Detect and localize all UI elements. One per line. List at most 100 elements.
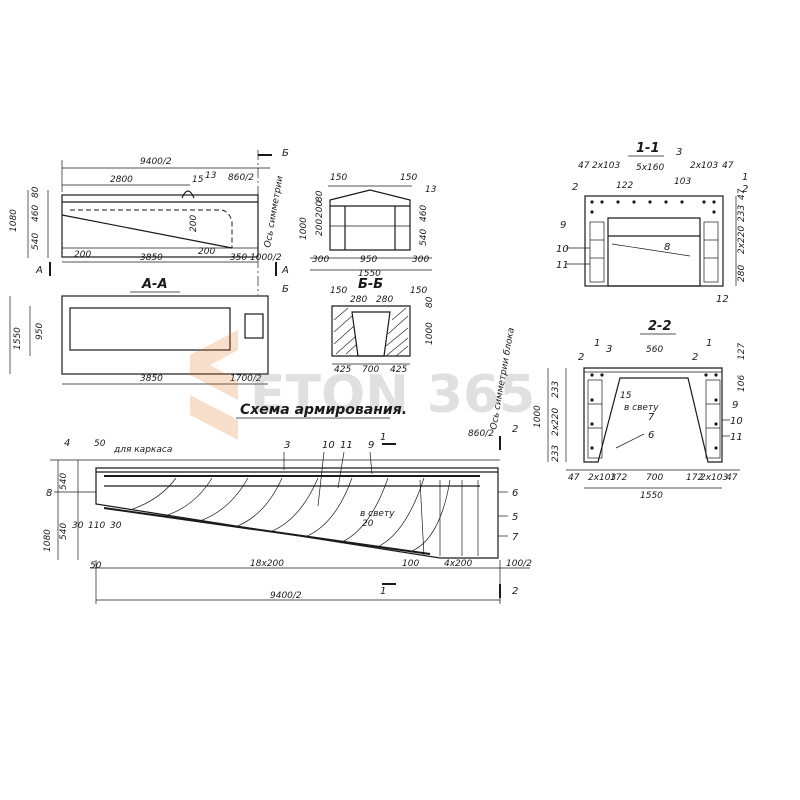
bb-dim-1000: 1000	[425, 322, 435, 345]
s11-dim-233: 233	[737, 205, 747, 222]
s11-mark-10: 10	[556, 244, 569, 255]
rs-dim-18x200: 18x200	[250, 559, 284, 569]
s11-dim-2x220: 2x220	[737, 225, 747, 254]
section-bb-title: Б-Б	[358, 277, 383, 292]
s22-dim-1550: 1550	[640, 491, 663, 501]
rs-dim-110: 110	[88, 521, 105, 531]
s22-dim-106: 106	[737, 375, 747, 392]
bb-dim-150a: 150	[330, 286, 347, 296]
rs-mark-11: 11	[340, 440, 353, 451]
s22-mark-7: 7	[648, 412, 655, 423]
rs-dim-30b: 30	[110, 521, 122, 531]
s22-dim-233b: 233	[551, 445, 561, 462]
s22-mark-9: 9	[732, 400, 738, 411]
s22-dim-1000: 1000	[533, 405, 543, 428]
s11-dim-47a: 47	[578, 161, 590, 171]
rs-section-1-bottom: 1	[380, 586, 386, 597]
section-11-title: 1-1	[636, 141, 660, 156]
bb-dim-425a: 425	[334, 365, 351, 375]
s11-dim-2x103b: 2x103	[690, 161, 719, 171]
dim-9400-2: 9400/2	[140, 157, 172, 167]
rs-dim-1080: 1080	[43, 529, 53, 552]
rs-mark-7: 7	[512, 532, 519, 543]
rs-dim-860-2: 860/2	[468, 429, 494, 439]
end-dim-80: 80	[315, 190, 325, 202]
s22-svetu: в свету	[624, 403, 659, 413]
bb-dim-150b: 150	[410, 286, 427, 296]
rs-dim-540a: 540	[59, 473, 69, 490]
section-mark-b-bottom: Б	[282, 284, 289, 295]
rs-top-bars	[104, 475, 480, 487]
end-dim-540: 540	[419, 229, 429, 246]
watermark-text: ETON 365	[250, 365, 535, 425]
rs-dim-9400-2: 9400/2	[270, 591, 302, 601]
end-view-outline	[329, 189, 411, 251]
end-dim-460: 460	[419, 205, 429, 222]
rs-stirrups	[129, 477, 451, 553]
plan-view-aa: А-А 1550 950 3850 1700/2	[9, 277, 269, 385]
s22-dim-2x103b: 2x103	[700, 473, 729, 483]
section-2-2: 2-2 1 2 3 560 2 1 15 в свету 7 6 127 106…	[533, 319, 747, 501]
bb-dim-80: 80	[425, 296, 435, 308]
end-dim-300b: 300	[412, 255, 429, 265]
section-22-outline	[583, 367, 723, 463]
s22-rebars	[590, 373, 718, 450]
s22-dim-2x103a: 2x103	[588, 473, 617, 483]
dim-1000-2: 1000/2	[250, 253, 282, 263]
rs-dim-30a: 30	[72, 521, 84, 531]
plan-dim-3850: 3850	[140, 374, 163, 384]
end-dim-950: 950	[360, 255, 377, 265]
lifting-loop	[181, 190, 195, 199]
dim-13: 13	[205, 171, 217, 181]
rs-beam-outline	[95, 467, 499, 559]
end-dim-13: 13	[425, 185, 437, 195]
s22-dim-172b: 172	[686, 473, 703, 483]
s11-dim-2x103a: 2x103	[592, 161, 621, 171]
rs-mark-3: 3	[284, 440, 290, 451]
s11-dim-103: 103	[674, 177, 691, 187]
rs-mark-5: 5	[512, 512, 518, 523]
rs-mark-4: 4	[64, 438, 70, 449]
bb-dim-700: 700	[362, 365, 379, 375]
end-dim-150a: 150	[330, 173, 347, 183]
bb-dim-280a: 280	[350, 295, 367, 305]
s22-dim-127: 127	[737, 343, 747, 360]
rs-svetu: в свету	[360, 509, 395, 519]
bb-dim-425b: 425	[390, 365, 407, 375]
s11-dim-280: 280	[737, 265, 747, 282]
side-elevation-view: 9400/2 2800 15 13 860/2 Б Ось симметрии …	[9, 148, 289, 295]
rs-dim-4x200: 4x200	[444, 559, 473, 569]
dim-860-2: 860/2	[228, 173, 254, 183]
s22-mark-2a: 2	[578, 352, 584, 363]
s11-mark-2-right: 2	[742, 184, 748, 195]
s11-dim-47b: 47	[722, 161, 734, 171]
s22-mark-6: 6	[648, 430, 654, 441]
end-dim-1550: 1550	[358, 269, 381, 279]
dim-80: 80	[31, 186, 41, 198]
s22-mark-2b: 2	[692, 352, 698, 363]
s22-mark-3: 3	[606, 344, 612, 355]
dim-2800: 2800	[110, 175, 133, 185]
end-view: 150 150 13 1000 80 200 200 540 460 300 9…	[299, 173, 437, 279]
s22-dim-172a: 172	[610, 473, 627, 483]
end-dim-150b: 150	[400, 173, 417, 183]
s11-mark-2-left: 2	[572, 182, 578, 193]
axis-of-symmetry-label: Ось симметрии	[263, 175, 286, 249]
section-bb-outline	[331, 305, 411, 357]
rs-section-1-top: 1	[380, 432, 386, 443]
rs-mark-6: 6	[512, 488, 518, 499]
s11-mark-8: 8	[664, 242, 670, 253]
s11-dim-5x160: 5x160	[636, 163, 665, 173]
s22-mark-1b: 1	[706, 338, 712, 349]
end-dim-200a: 200	[315, 201, 325, 218]
section-mark-b-top: Б	[282, 148, 289, 159]
rs-dim-50: 50	[94, 439, 106, 449]
s22-mark-10: 10	[730, 416, 743, 427]
rs-mark-10: 10	[322, 440, 335, 451]
scheme-title: Схема армирования.	[240, 402, 407, 418]
dim-200-left: 200	[74, 250, 91, 260]
dim-200-vert: 200	[189, 215, 199, 232]
plan-pocket	[244, 313, 264, 339]
s11-dim-47c: 47	[737, 188, 747, 200]
